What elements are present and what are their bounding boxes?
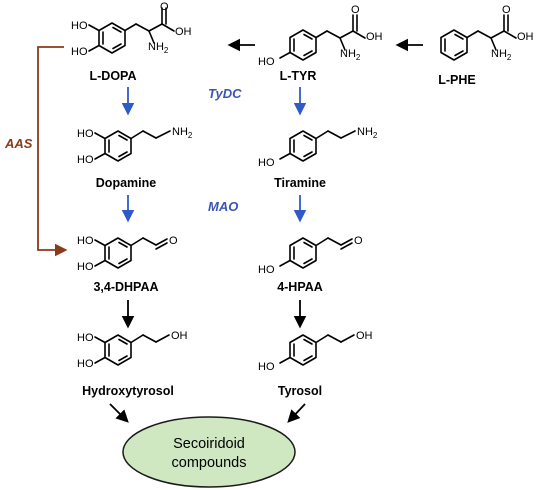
ltyr-o: O [351,4,360,16]
ltyr-structure [279,14,366,61]
enzyme-tydc-label: TyDC [208,86,242,101]
ltyr-ho: HO [258,56,275,68]
secoiridoid-line2: compounds [172,455,247,471]
dopamine-ho-bottom: HO [77,154,94,166]
dopamine-ho-top: HO [77,128,94,140]
tiramine-label: Tiramine [274,176,326,190]
secoiridoid-ellipse [122,416,296,488]
tyrosol-oh: OH [356,330,373,342]
enzyme-aas-label: AAS [4,136,33,151]
arrow-hydroxytyrosol-to-secoiridoid [109,403,129,423]
dopamine-nh2: NH2 [172,126,193,140]
ldopa-oh: OH [175,26,192,38]
enzyme-mao-label: MAO [208,199,238,214]
secoiridoid-line1: Secoiridoid [173,436,245,452]
tiramine-ho: HO [258,157,275,169]
tyrosol-label: Tyrosol [278,384,322,398]
hpaa-structure [279,237,353,269]
dhpaa-o: O [169,235,178,247]
dhpaa-structure [94,237,168,269]
hpaa-ho: HO [258,264,275,276]
lphe-o: O [502,4,511,16]
tiramine-nh2: NH2 [357,126,378,140]
ldopa-structure [88,7,175,54]
hpaa-label: 4-HPAA [277,280,323,294]
ldopa-label: L-DOPA [90,69,137,83]
ltyr-nh2: NH2 [340,48,361,62]
arrow-tyrosol-to-secoiridoid [287,403,306,423]
hydroxytyrosol-ho-top: HO [77,332,94,344]
hpaa-o: O [354,235,363,247]
ldopa-ho-bottom: HO [71,46,88,58]
arrow-aas-ldopa-to-dhpaa [37,46,68,257]
dopamine-label: Dopamine [96,176,156,190]
dhpaa-label: 3,4-DHPAA [93,280,158,294]
lphe-structure [440,14,517,61]
tiramine-structure [279,130,356,162]
lphe-nh2: NH2 [491,48,512,62]
hydroxytyrosol-ho-bottom: HO [77,358,94,370]
lphe-oh: OH [517,31,534,43]
ldopa-nh2: NH2 [148,41,169,55]
dhpaa-ho-top: HO [77,235,94,247]
ldopa-ho-top: HO [71,20,88,32]
tyrosol-structure [279,334,355,366]
ltyr-oh: OH [366,31,383,43]
hydroxytyrosol-label: Hydroxytyrosol [82,384,174,398]
lphe-label: L-PHE [438,73,476,87]
hydroxytyrosol-structure [94,334,170,366]
ltyr-label: L-TYR [280,69,317,83]
tyrosol-ho: HO [258,361,275,373]
hydroxytyrosol-oh: OH [171,330,188,342]
dopamine-structure [94,130,171,162]
ldopa-o: O [160,1,169,13]
dhpaa-ho-bottom: HO [77,261,94,273]
